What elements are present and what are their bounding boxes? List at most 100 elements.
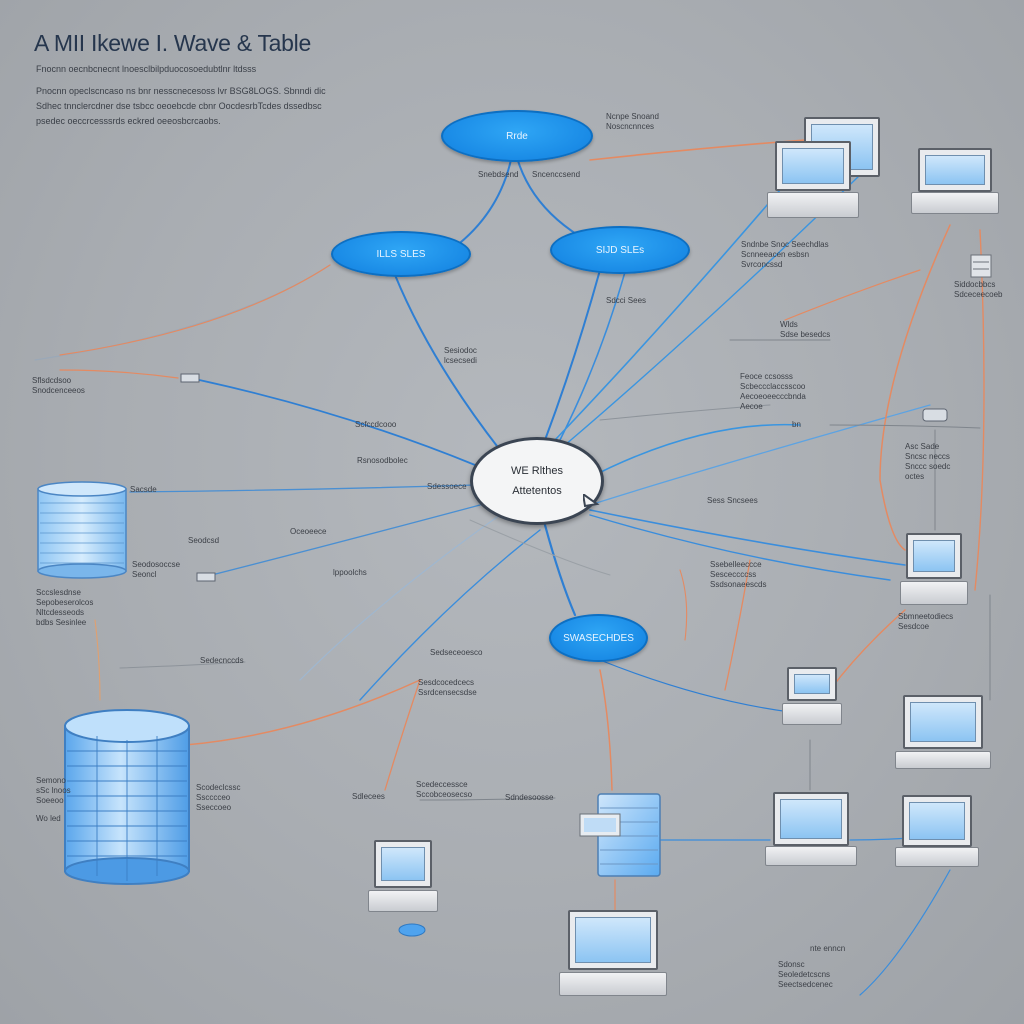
label-left-mid-2: lppoolchs	[333, 568, 367, 577]
node-right-label: SIJD SLEs	[595, 244, 645, 256]
link-orange-low	[599, 669, 613, 791]
link-hub-left4	[299, 514, 501, 681]
link-hub-left2	[129, 484, 476, 493]
label-center-low-a: Sedseceoesco	[430, 648, 483, 657]
page-title: A MII Ikewe I. Wave & Table	[34, 30, 311, 56]
link-orange-right5	[724, 559, 751, 691]
label-hub-left: Rsnosodbolec	[357, 456, 408, 465]
label-left-mid: Scfccdcooo	[355, 420, 397, 429]
label-hub-left-2: Oceoeece	[290, 527, 327, 536]
database-icon[interactable]	[34, 481, 130, 581]
laptop-icon[interactable]	[765, 792, 857, 866]
laptop-icon[interactable]	[368, 840, 438, 912]
label-low-center-a: Sdlecees	[352, 792, 385, 801]
link-right-hub-b	[559, 271, 626, 441]
server-icon[interactable]	[578, 790, 668, 880]
node-top[interactable]: Rrde	[441, 110, 593, 162]
router-icon[interactable]	[922, 408, 948, 422]
link-orange-top	[589, 139, 806, 161]
laptop-icon[interactable]	[910, 148, 1000, 214]
central-hub[interactable]: WE Rlthes Attetentos	[470, 437, 604, 525]
link-left-far	[34, 264, 331, 361]
laptop-icon[interactable]	[900, 533, 968, 605]
intro-line-2: Pnocnn opeclscncaso ns bnr nesscnecesoss…	[36, 86, 326, 96]
label-under-top-b: Sncenccsend	[532, 170, 581, 179]
node-bottom[interactable]: SWASECHDES	[549, 614, 648, 662]
link-laptop-right-low	[599, 659, 791, 713]
link-orange-db2	[184, 679, 421, 746]
link-grey-9	[119, 661, 246, 669]
link-right-laptops	[849, 837, 911, 841]
node-top-label: Rrde	[506, 130, 528, 142]
link-hub-laptop-top	[554, 189, 781, 441]
laptop-icon[interactable]	[767, 141, 859, 218]
label-east-hub: Sess Sncsees	[707, 496, 758, 505]
node-right[interactable]: SIJD SLEs	[550, 226, 690, 274]
link-orange-leftv	[94, 619, 101, 701]
label-under-top-a: Snebdsend	[478, 170, 519, 179]
node-bottom-label: SWASECHDES	[563, 632, 634, 644]
link-hub-right4	[589, 514, 891, 581]
router-icon[interactable]	[196, 572, 216, 582]
link-bottom-right	[859, 869, 951, 996]
router-icon[interactable]	[970, 254, 992, 278]
laptop-icon[interactable]	[782, 667, 842, 725]
link-orange-right1	[879, 224, 951, 551]
link-hub-right1	[584, 423, 801, 481]
hub-line-1: WE Rlthes	[511, 465, 563, 477]
hub-line-2: Attetentos	[512, 485, 562, 497]
link-grey-2	[829, 424, 981, 429]
link-orange-right3	[784, 269, 921, 321]
link-orange-right2	[974, 229, 985, 591]
link-hub-db2	[359, 529, 541, 701]
link-hub-right2	[589, 404, 931, 506]
laptop-icon[interactable]	[895, 695, 991, 769]
intro-line-3: Sdhec tnnclercdner dse tsbcc oeoebcde cb…	[36, 101, 322, 111]
link-hub-left1	[189, 377, 476, 466]
link-orange-right4	[829, 609, 906, 691]
database-icon[interactable]	[62, 706, 192, 886]
link-grey-1	[599, 404, 771, 421]
label-hub-left-3: Seodcsd	[188, 536, 220, 545]
node-left[interactable]: ILLS SLES	[331, 231, 471, 277]
link-orange-low2	[384, 679, 421, 791]
link-orange-leftmid	[59, 369, 179, 379]
laptop-icon[interactable]	[559, 910, 667, 996]
intro-line-4: psedec oeccrcesssrds eckred oeeosbcrcaob…	[36, 116, 221, 126]
label-right-mid-extra: nte enncn	[810, 944, 846, 953]
mouse-icon[interactable]	[397, 922, 427, 938]
link-grey-8	[469, 519, 611, 576]
label-right-mid-extra2: bn	[792, 420, 801, 429]
laptop-icon[interactable]	[895, 795, 979, 867]
router-icon[interactable]	[180, 373, 200, 383]
label-hub-south-left: Sdessoece	[427, 482, 467, 491]
label-cross: Sdcci Sees	[606, 296, 647, 305]
node-left-label: ILLS SLES	[376, 248, 426, 260]
label-db-top: Sacsde	[130, 485, 157, 494]
link-hub-bottom	[543, 523, 577, 617]
label-mid-low-left: Sedecnccds	[200, 656, 244, 665]
link-orange-left	[59, 264, 331, 356]
link-grey-7	[419, 797, 556, 801]
link-right-hub	[544, 269, 601, 441]
link-orange-mid	[679, 569, 688, 641]
link-hub-left3	[199, 504, 481, 579]
